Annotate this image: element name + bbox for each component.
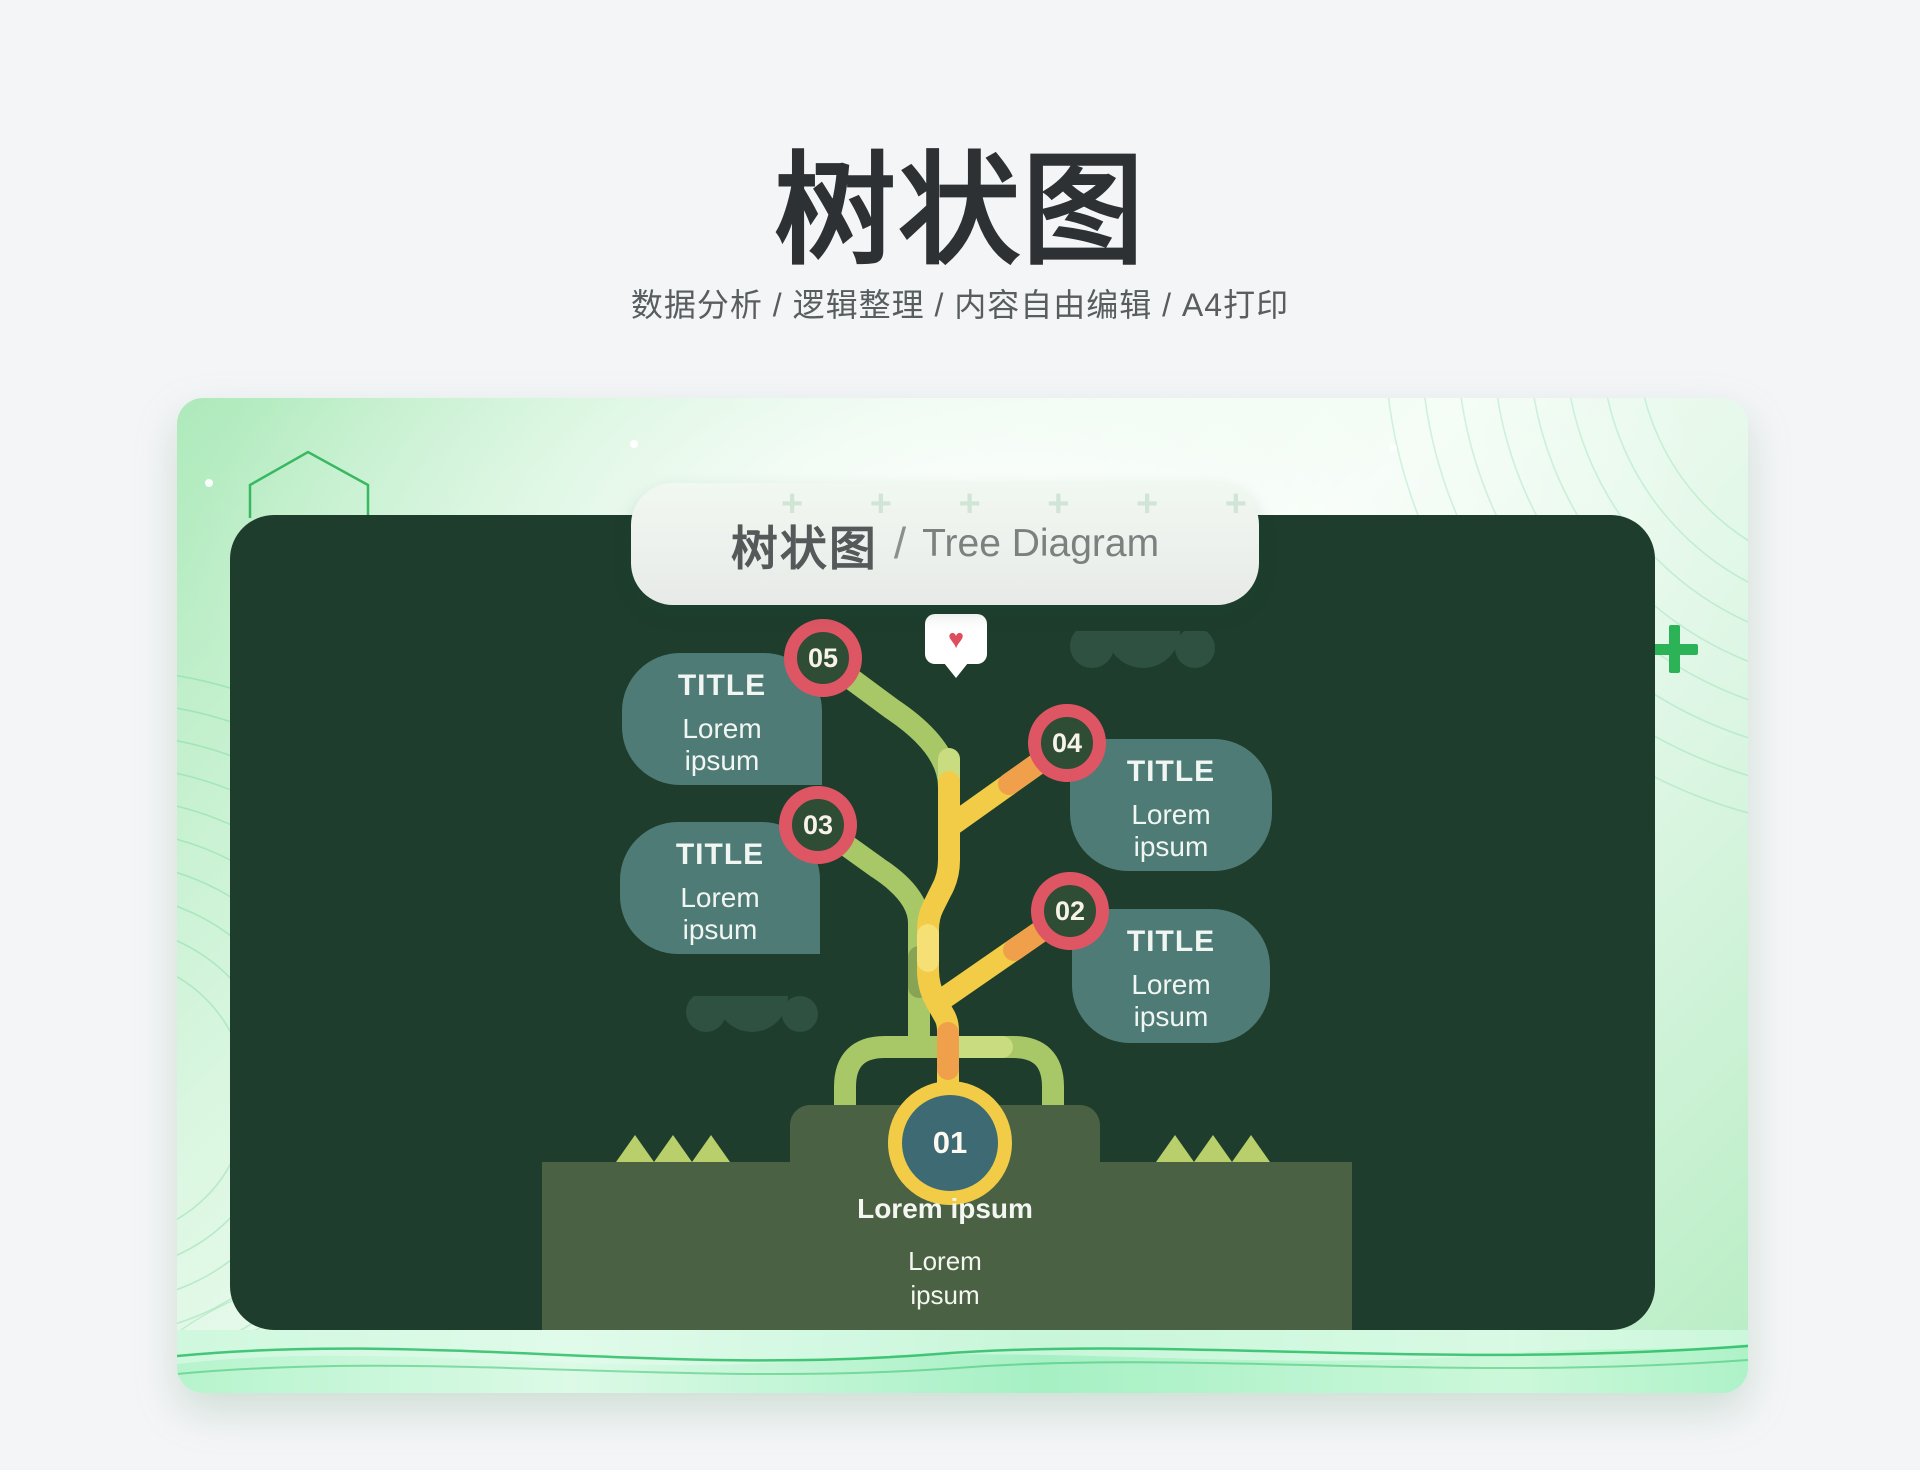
bush-triangle-icon (616, 1135, 654, 1162)
node-number: 03 (802, 809, 834, 840)
node-number: 05 (807, 642, 839, 673)
branch-box-body-line: ipsum (684, 745, 760, 777)
branch-box-04: TITLE Lorem ipsum (1070, 739, 1272, 871)
node-number: 01 (932, 1125, 968, 1160)
slide-title-zh: 树状图 (730, 521, 878, 575)
node-05: 05 (784, 619, 862, 697)
node-04: 04 (1028, 704, 1106, 782)
slide-title-separator: / (893, 519, 907, 568)
bush-triangle-icon (1156, 1135, 1194, 1162)
dot-decor (205, 479, 213, 487)
page-subtitle: 数据分析 / 逻辑整理 / 内容自由编辑 / A4打印 (630, 287, 1290, 323)
branch-box-body-line: ipsum (1133, 831, 1209, 863)
node-number: 02 (1054, 895, 1086, 926)
diagram-card: TITLE Lorem ipsum TITLE Lorem ipsum TITL… (230, 515, 1655, 1330)
branch-box-body-line: ipsum (682, 914, 758, 946)
bush-triangle-icon (692, 1135, 730, 1162)
root-text: Lorem ipsum Lorem ipsum (795, 1193, 1095, 1313)
branch-box-02: TITLE Lorem ipsum (1072, 909, 1270, 1043)
branch-box-body-line: Lorem (1131, 799, 1211, 830)
bush-triangle-icon (654, 1135, 692, 1162)
slide-title-pill: + + + + + + 树状图 / Tree Diagram (631, 483, 1259, 605)
like-bubble: ♥ (925, 614, 987, 678)
root-body-line: Lorem (908, 1246, 982, 1276)
slide-preview: TITLE Lorem ipsum TITLE Lorem ipsum TITL… (177, 398, 1748, 1393)
page-title: 树状图 (774, 143, 1146, 279)
node-03: 03 (779, 786, 857, 864)
dot-decor (1389, 444, 1397, 452)
root-title: Lorem ipsum (857, 1193, 1033, 1224)
branch-box-body-line: ipsum (1133, 1001, 1209, 1033)
branch-box-body-line: Lorem (1131, 969, 1211, 1000)
bush-triangle-icon (1194, 1135, 1232, 1162)
add-plus-icon (1650, 625, 1698, 673)
cloud-icon (686, 996, 820, 1032)
node-01: 01 (888, 1081, 1012, 1205)
wave-band-decor (177, 1330, 1748, 1393)
branch-box-title: TITLE (677, 669, 767, 702)
node-02: 02 (1031, 872, 1109, 950)
bush-triangle-icon (1232, 1135, 1270, 1162)
branch-box-05: TITLE Lorem ipsum (622, 653, 822, 785)
heart-icon: ♥ (947, 623, 965, 654)
slide-title-en: Tree Diagram (922, 522, 1160, 565)
dot-decor (630, 440, 638, 448)
branch-box-title: TITLE (1126, 755, 1216, 788)
branch-box-body-line: Lorem (682, 713, 762, 744)
house-outline-icon (248, 450, 370, 518)
cloud-icon (1070, 631, 1220, 668)
root-body-line: ipsum (910, 1279, 980, 1310)
branch-box-body-line: Lorem (680, 882, 760, 913)
branch-box-title: TITLE (675, 838, 765, 871)
branch-box-title: TITLE (1126, 925, 1216, 958)
tree-branches (807, 647, 1081, 1171)
plus-row-decor: + + + + + + (781, 483, 1249, 525)
node-number: 04 (1051, 727, 1083, 758)
